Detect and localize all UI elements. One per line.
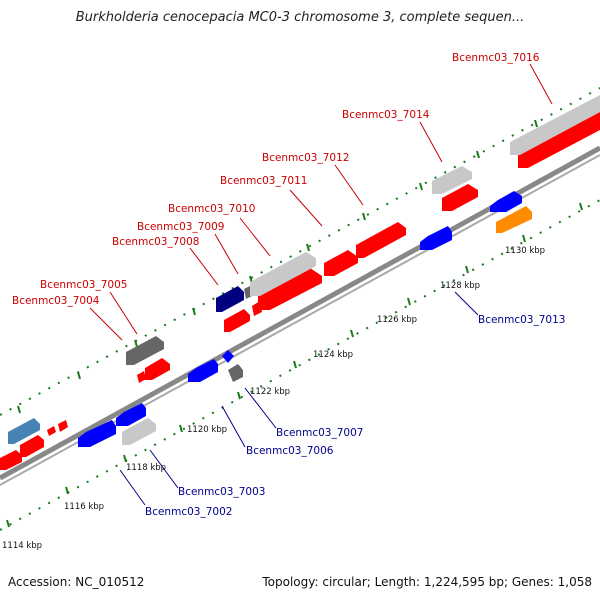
- gene-label: Bcenmc03_7004: [12, 295, 100, 307]
- topology-summary: Topology: circular; Length: 1,224,595 bp…: [262, 575, 592, 589]
- gene-label: Bcenmc03_7005: [40, 279, 127, 291]
- gene-feature: [116, 403, 146, 426]
- tick-guides: [0, 87, 600, 531]
- gene-label: Bcenmc03_7016: [452, 52, 540, 64]
- gene-feature: [510, 95, 600, 155]
- gene-feature: [137, 371, 146, 383]
- forward-gene-labels: Bcenmc03_7004 Bcenmc03_7005 Bcenmc03_700…: [12, 52, 540, 307]
- gene-label: Bcenmc03_7013: [478, 314, 565, 326]
- gene-feature: [250, 252, 316, 296]
- gene-label: Bcenmc03_7009: [137, 221, 224, 233]
- gene-feature: [432, 166, 472, 194]
- kbp-label: 1126 kbp: [377, 315, 417, 325]
- forward-genes: [0, 95, 600, 470]
- gene-label: Bcenmc03_7014: [342, 109, 430, 121]
- gene-feature: [0, 450, 22, 470]
- gene-feature: [228, 364, 243, 382]
- gene-label: Bcenmc03_7003: [178, 486, 265, 498]
- kbp-label: 1124 kbp: [313, 350, 353, 360]
- gene-feature: [222, 350, 234, 363]
- gene-feature: [496, 206, 532, 233]
- kbp-label: 1116 kbp: [64, 502, 104, 512]
- gene-feature: [224, 309, 250, 332]
- gene-feature: [188, 359, 218, 382]
- gene-feature: [20, 435, 44, 457]
- gene-feature: [356, 222, 406, 258]
- gene-feature: [518, 112, 600, 168]
- gene-label: Bcenmc03_7012: [262, 152, 349, 164]
- accession-text: Accession: NC_010512: [8, 575, 145, 589]
- gene-feature: [442, 184, 478, 211]
- gene-feature: [490, 191, 522, 212]
- kbp-label: 1114 kbp: [2, 541, 42, 551]
- leader-lines: [89, 63, 553, 506]
- gene-label: Bcenmc03_7006: [246, 445, 334, 457]
- kbp-label: 1120 kbp: [187, 425, 227, 435]
- map-title: Burkholderia cenocepacia MC0-3 chromosom…: [75, 10, 525, 25]
- reverse-genes: [78, 191, 532, 447]
- gene-feature: [258, 268, 322, 310]
- gene-label: Bcenmc03_7010: [168, 203, 255, 215]
- gene-feature: [8, 418, 40, 444]
- major-ticks: [6, 119, 583, 528]
- gene-feature: [216, 286, 244, 312]
- gene-feature: [126, 336, 164, 365]
- gene-feature: [58, 420, 68, 432]
- gene-label: Bcenmc03_7011: [220, 175, 307, 187]
- kbp-label: 1118 kbp: [126, 463, 166, 473]
- gene-label: Bcenmc03_7007: [276, 427, 363, 439]
- gene-label: Bcenmc03_7008: [112, 236, 199, 248]
- gene-feature: [122, 418, 156, 445]
- kbp-label: 1128 kbp: [440, 281, 480, 291]
- gene-feature: [78, 420, 116, 447]
- gene-label: Bcenmc03_7002: [145, 506, 232, 518]
- gene-feature: [324, 250, 358, 276]
- gene-feature: [145, 358, 170, 380]
- kbp-label: 1122 kbp: [250, 387, 290, 397]
- kbp-label: 1130 kbp: [505, 246, 545, 256]
- kbp-labels: 1114 kbp 1116 kbp 1118 kbp 1120 kbp 1122…: [2, 246, 545, 551]
- gene-feature: [47, 426, 56, 436]
- reverse-gene-labels: Bcenmc03_7002 Bcenmc03_7003 Bcenmc03_700…: [145, 314, 565, 518]
- gene-feature: [420, 226, 452, 250]
